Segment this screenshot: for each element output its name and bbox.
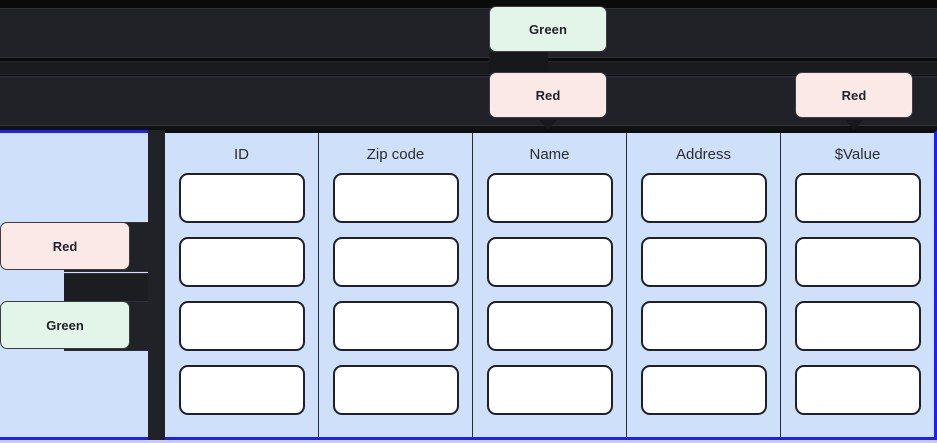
column-cells-address [627, 173, 780, 415]
table-column-address: Address [627, 133, 781, 437]
bottom-sliver [0, 440, 937, 443]
background-strip-lower [0, 76, 937, 126]
table-column-zip-code: Zip code [319, 133, 473, 437]
annotation-chip-green-left-label: Green [46, 317, 84, 333]
annotation-chip-red-top[interactable]: Red [489, 72, 607, 118]
table-cell-input[interactable] [486, 365, 613, 415]
table-cell-input[interactable] [486, 173, 613, 223]
table-cell-input[interactable] [486, 301, 613, 351]
table-cell-input[interactable] [640, 365, 767, 415]
table-cell-input[interactable] [640, 173, 767, 223]
table-cell-input[interactable] [178, 173, 305, 223]
annotation-chip-red-left[interactable]: Red [0, 222, 130, 270]
table-column-value: $Value [781, 133, 934, 437]
chip-connector [489, 52, 548, 73]
annotation-chip-red-right[interactable]: Red [795, 72, 913, 118]
table-cell-input[interactable] [640, 237, 767, 287]
table-panel: ID Zip code Name [165, 130, 937, 440]
column-header-id: ID [234, 146, 249, 163]
column-header-zip-code: Zip code [366, 146, 425, 163]
table-column-id: ID [165, 133, 319, 437]
annotation-chip-red-left-label: Red [52, 238, 78, 254]
table-cell-input[interactable] [332, 173, 459, 223]
annotation-chip-green-left[interactable]: Green [0, 301, 130, 349]
table-cell-input[interactable] [486, 237, 613, 287]
table-cell-input[interactable] [178, 237, 305, 287]
background-strip-top [0, 8, 937, 58]
table-column-name: Name [473, 133, 627, 437]
annotation-chip-red-right-label: Red [841, 87, 867, 103]
annotation-chip-green-top-label: Green [528, 21, 568, 37]
table-cell-input[interactable] [178, 301, 305, 351]
background-strip-edge [0, 126, 937, 130]
column-cells-id [165, 173, 318, 415]
table-cell-input[interactable] [332, 301, 459, 351]
column-cells-zip-code [319, 173, 472, 415]
column-cells-value [781, 173, 934, 415]
left-panel-divider [148, 130, 165, 440]
left-row-strip-2 [64, 273, 148, 304]
annotation-chip-red-top-label: Red [535, 87, 561, 103]
table-cell-input[interactable] [794, 365, 921, 415]
table-cell-input[interactable] [794, 301, 921, 351]
table-cell-input[interactable] [332, 237, 459, 287]
background-strip-middle [0, 61, 937, 75]
column-cells-name [473, 173, 626, 415]
table-cell-input[interactable] [178, 365, 305, 415]
table-cell-input[interactable] [640, 301, 767, 351]
table-cell-input[interactable] [794, 173, 921, 223]
column-header-value: $Value [834, 146, 881, 163]
column-header-name: Name [529, 146, 570, 163]
table-cell-input[interactable] [332, 365, 459, 415]
annotation-pointer-arrow-value-column [845, 120, 863, 130]
table-cell-input[interactable] [794, 237, 921, 287]
annotation-chip-green-top[interactable]: Green [489, 6, 607, 52]
annotation-pointer-arrow-name-column [539, 120, 557, 130]
column-header-address: Address [675, 146, 732, 163]
